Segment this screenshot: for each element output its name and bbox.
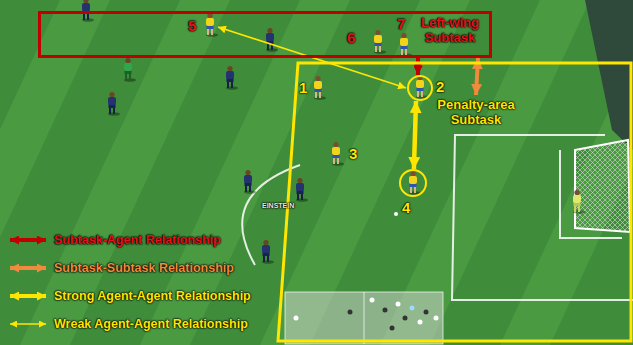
callout-number: 1 — [299, 79, 307, 96]
legend-arrow — [10, 266, 46, 270]
player-figure — [314, 76, 326, 100]
minimap-dot — [418, 320, 423, 325]
opponent-figure — [226, 66, 238, 90]
region-border — [278, 63, 631, 341]
agent-marker: 5 — [186, 14, 218, 40]
agent-ring — [408, 76, 432, 100]
callout-number: 4 — [402, 199, 410, 216]
minimap-dot — [424, 310, 429, 315]
legend-item: Strong Agent-Agent Relationship — [8, 289, 251, 303]
label-anchor: EINSTEIN — [262, 202, 294, 210]
label-anchor: 1 — [299, 79, 307, 96]
minimap-line — [364, 292, 365, 344]
subtask-region: Penalty-area Subtask 2 4 — [276, 61, 633, 343]
minimap-dot — [396, 302, 401, 307]
grass-stripe — [500, 0, 633, 345]
center-arc — [242, 165, 300, 265]
minimap-dot — [403, 316, 408, 321]
legend-item: Subtask-Subtask Relationship — [8, 261, 234, 275]
legend-arrow — [10, 294, 46, 298]
opponent-figure — [296, 178, 308, 202]
player-figure — [332, 142, 344, 166]
legend-arrow — [10, 238, 46, 242]
players — [82, 0, 585, 264]
player-figure — [409, 171, 421, 195]
minimap-dot — [294, 316, 299, 321]
pitch-advert: EINSTEIN — [262, 202, 294, 210]
legend-item: Subtask-Agent Relationship — [8, 233, 221, 247]
strong-agent-arrow — [414, 101, 416, 169]
legend-text: Wreak Agent-Agent Relationship — [54, 317, 248, 331]
opponent-figure — [266, 28, 278, 52]
agent-circle: 4 — [398, 169, 428, 219]
legend-sample — [8, 261, 48, 275]
legend-text: Strong Agent-Agent Relationship — [54, 289, 251, 303]
opponent-figure — [108, 92, 120, 116]
label-anchor: 7 — [397, 15, 405, 32]
legend-item: Wreak Agent-Agent Relationship — [8, 317, 248, 331]
label-anchor: 6 — [347, 29, 355, 46]
callout-number: 5 — [188, 17, 196, 34]
stands — [585, 0, 633, 150]
minimap-dot — [383, 308, 388, 313]
minimap-dot — [390, 326, 395, 331]
ball — [394, 212, 398, 216]
opponent-figure — [262, 240, 274, 264]
player-figure — [374, 30, 386, 54]
agent-circle: 2 — [406, 75, 450, 101]
callout-number: 3 — [349, 145, 357, 162]
goal-net — [575, 140, 630, 232]
agent-ring — [400, 170, 426, 196]
label-anchor: 3 — [349, 145, 357, 162]
callout-number: 2 — [436, 78, 444, 95]
opponent-keeper-figure — [124, 58, 136, 82]
minimap-panel — [285, 292, 443, 344]
minimap-dot — [410, 306, 415, 311]
opponent-figure — [244, 170, 256, 194]
player-figure — [206, 13, 218, 37]
legend-sample — [8, 233, 48, 247]
minimap — [285, 292, 443, 344]
legend-text: Subtask-Agent Relationship — [54, 233, 221, 247]
callout-number: 6 — [347, 29, 355, 46]
goalkeeper-figure — [573, 190, 585, 214]
subtask-agent-arrow — [416, 58, 420, 75]
legend-sample — [8, 317, 48, 331]
minimap-dot — [348, 310, 353, 315]
region-label: Left-wing Subtask — [415, 16, 485, 46]
region-label: Penalty-area Subtask — [428, 98, 524, 128]
legend-sample — [8, 289, 48, 303]
minimap-dot — [370, 298, 375, 303]
callout-number: 7 — [397, 15, 405, 32]
legend-text: Subtask-Subtask Relationship — [54, 261, 234, 275]
legend-arrow — [10, 323, 46, 325]
penalty-box-line — [452, 135, 633, 300]
player-figure — [400, 33, 412, 57]
minimap-dot — [434, 316, 439, 321]
subtask-region: Left-wing Subtask 5 — [38, 11, 492, 58]
pitch-lines — [242, 135, 633, 300]
